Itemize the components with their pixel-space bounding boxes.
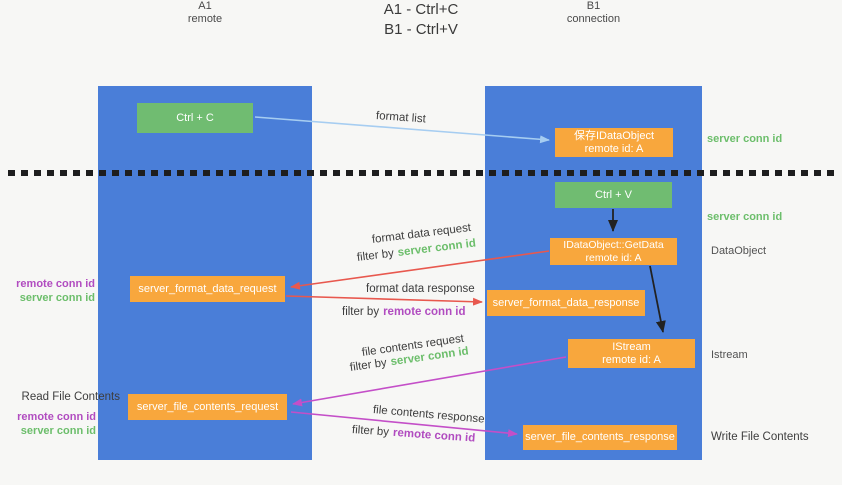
file-conn-id-annotations: remote conn id server conn id: [0, 410, 96, 438]
remote-conn-id-annotation: remote conn id: [16, 278, 95, 290]
filter-by-text: filter by: [342, 306, 380, 318]
column-a1-subtitle: remote: [187, 13, 223, 25]
read-file-contents-annotation: Read File Contents: [21, 391, 120, 403]
getdata-remote-id: remote id: A: [585, 251, 642, 264]
server-format-data-request-node: server_format_data_request: [130, 276, 285, 302]
column-b1-name: B1: [586, 0, 601, 12]
server-conn-id-annotation: server conn id: [19, 292, 95, 304]
server-file-contents-response-label: server_file_contents_response: [525, 431, 675, 443]
istream-title: IStream: [612, 340, 651, 353]
server-format-data-request-label: server_format_data_request: [138, 282, 277, 295]
server-format-data-response-label: server_format_data_response: [492, 296, 640, 309]
write-file-contents-annotation: Write File Contents: [711, 431, 809, 443]
format-data-response-arrow: [285, 295, 483, 306]
title-line-ctrl-c: A1 - Ctrl+C: [383, 1, 459, 18]
file-contents-response-label: file contents response: [372, 404, 485, 426]
save-idataobject-node: 保存IDataObject remote id: A: [555, 128, 673, 157]
column-b1-subtitle: connection: [566, 13, 621, 25]
ctrl-c-node: Ctrl + C: [137, 103, 253, 133]
format-conn-id-annotations: remote conn id server conn id: [0, 277, 95, 305]
istream-remote-id: remote id: A: [602, 353, 661, 366]
ctrl-v-node: Ctrl + V: [555, 182, 672, 208]
format-list-label: format list: [375, 110, 427, 126]
istream-annotation: Istream: [711, 349, 748, 361]
diagram-title: A1 - Ctrl+C B1 - Ctrl+V: [0, 0, 842, 40]
ctrlv-server-conn-id-annotation: server conn id: [707, 211, 783, 223]
remote-conn-id-annotation: remote conn id: [17, 411, 96, 423]
title-line-ctrl-v: B1 - Ctrl+V: [384, 21, 458, 38]
getdata-title: IDataObject::GetData: [563, 238, 664, 251]
server-conn-id-annotation: server conn id: [20, 425, 96, 437]
filter-by-text: filter by: [356, 247, 395, 264]
server-file-contents-request-label: server_file_contents_request: [136, 400, 279, 413]
column-header-a1: A1 remote: [98, 0, 312, 26]
server-file-contents-request-node: server_file_contents_request: [128, 394, 287, 420]
server-format-data-response-node: server_format_data_response: [487, 290, 645, 316]
column-a1-name: A1: [198, 0, 212, 12]
ctrl-v-label: Ctrl + V: [595, 188, 632, 201]
idataobject-getdata-node: IDataObject::GetData remote id: A: [550, 238, 677, 265]
filter-by-text: filter by: [351, 424, 390, 439]
ctrl-c-label: Ctrl + C: [176, 111, 214, 124]
remote-conn-id-text: remote conn id: [392, 426, 476, 445]
save-server-conn-id-annotation: server conn id: [707, 133, 783, 145]
remote-conn-id-text: remote conn id: [383, 306, 466, 318]
filter-by-text: filter by: [349, 356, 388, 374]
format-data-response-label: format data response: [366, 283, 475, 295]
server-file-contents-response-node: server_file_contents_response: [523, 425, 677, 450]
istream-node: IStream remote id: A: [568, 339, 695, 368]
save-idataobject-remote-id: remote id: A: [584, 142, 644, 155]
dataobject-annotation: DataObject: [711, 245, 767, 257]
column-header-b1: B1 connection: [485, 0, 702, 26]
save-idataobject-title: 保存IDataObject: [573, 129, 655, 142]
dashed-divider-line: [8, 170, 834, 176]
